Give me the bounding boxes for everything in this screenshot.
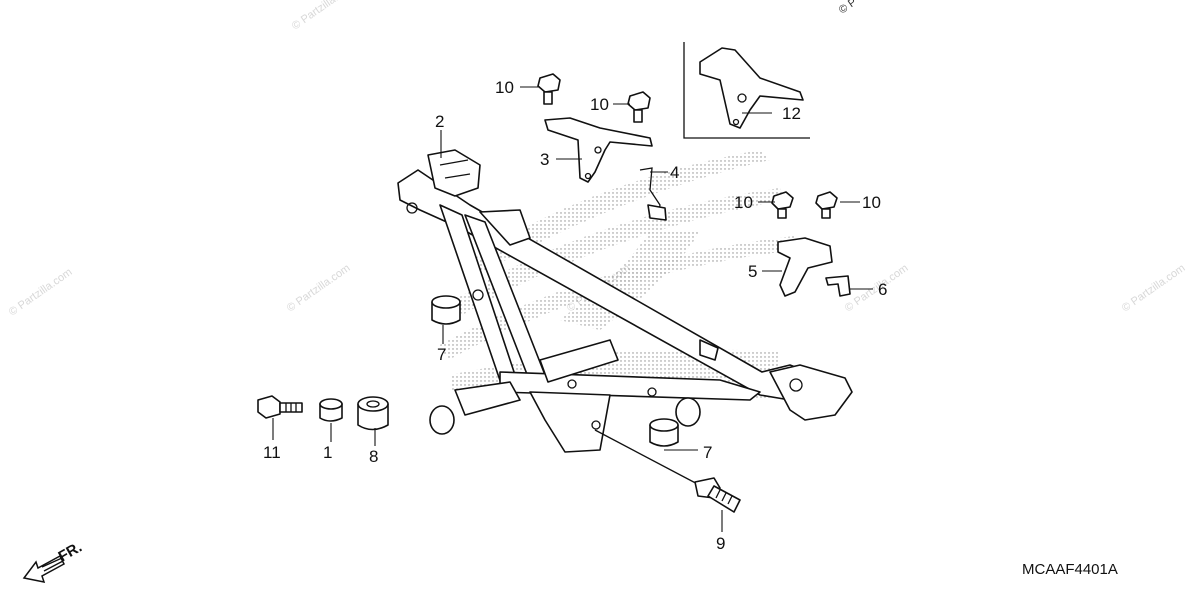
callout-3: 3 bbox=[540, 150, 549, 169]
callout-7-upper: 7 bbox=[437, 345, 446, 364]
part-12-bracket bbox=[699, 47, 804, 129]
part-4-stay bbox=[639, 167, 667, 221]
part-10-bolt-a bbox=[537, 73, 561, 105]
callout-10-d: 10 bbox=[862, 193, 881, 212]
main-frame bbox=[397, 149, 853, 453]
part-10-bolt-b bbox=[627, 91, 651, 123]
callout-6: 6 bbox=[878, 280, 887, 299]
callout-1: 1 bbox=[323, 443, 332, 462]
leader-lines bbox=[272, 86, 873, 532]
part-6-clip bbox=[825, 275, 851, 297]
watermark: © Partzilla.com bbox=[1120, 262, 1188, 314]
callout-2: 2 bbox=[435, 112, 444, 131]
inset-box bbox=[683, 42, 810, 139]
callout-9: 9 bbox=[716, 534, 725, 553]
diagram-code: MCAAF4401A bbox=[1022, 561, 1118, 578]
front-direction-arrow: FR. bbox=[22, 539, 85, 583]
watermark: © Partzilla.com bbox=[285, 262, 353, 314]
part-8-rubber bbox=[357, 396, 389, 431]
part-3-bracket bbox=[544, 117, 653, 183]
callout-10-c: 10 bbox=[734, 193, 753, 212]
callout-12: 12 bbox=[782, 104, 801, 123]
part-7-mount-lower bbox=[649, 418, 679, 447]
watermark: © Partzilla.com bbox=[7, 266, 75, 318]
part-5-bracket bbox=[777, 237, 833, 297]
callout-4: 4 bbox=[670, 163, 679, 182]
copyright-mark: © P bbox=[837, 0, 859, 16]
callout-10-a: 10 bbox=[495, 78, 514, 97]
callout-10-b: 10 bbox=[590, 95, 609, 114]
callout-8: 8 bbox=[369, 447, 378, 466]
callouts: 1 2 3 4 5 6 7 7 8 9 10 10 10 10 11 12 bbox=[263, 78, 887, 553]
part-10-bolt-d bbox=[815, 191, 838, 219]
part-1-collar bbox=[319, 398, 343, 422]
callout-11: 11 bbox=[263, 443, 281, 462]
callout-5: 5 bbox=[748, 262, 757, 281]
callout-7-lower: 7 bbox=[703, 443, 712, 462]
watermark: © Partzilla.com bbox=[843, 262, 911, 314]
part-7-mount-upper bbox=[431, 295, 461, 325]
part-9-bolt bbox=[594, 429, 741, 513]
part-11-bolt bbox=[257, 395, 303, 419]
watermark: © Partzilla.com bbox=[290, 0, 358, 32]
part-10-bolt-c bbox=[771, 191, 794, 219]
